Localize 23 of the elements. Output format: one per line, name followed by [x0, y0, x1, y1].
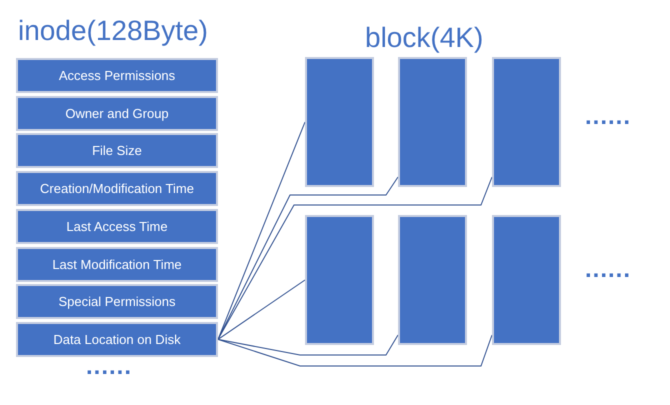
ellipsis: ...... — [86, 355, 132, 379]
field-row: File Size — [16, 133, 218, 168]
connector-line — [218, 280, 306, 340]
connector-line — [218, 176, 492, 340]
data-block — [398, 57, 467, 187]
data-block — [398, 215, 467, 345]
ellipsis: ...... — [585, 105, 632, 129]
field-row: Special Permissions — [16, 284, 218, 320]
field-row: Data Location on Disk — [16, 322, 218, 357]
field-row: Access Permissions — [16, 58, 218, 93]
field-row: Last Modification Time — [16, 246, 218, 282]
data-block — [305, 57, 374, 187]
connector-line — [218, 334, 492, 366]
field-row: Last Access Time — [16, 208, 218, 244]
field-row: Owner and Group — [16, 96, 218, 131]
section-heading: block(4K) — [365, 24, 484, 52]
ellipsis: ...... — [585, 258, 632, 282]
field-row: Creation/Modification Time — [16, 171, 218, 206]
connector-line — [218, 334, 398, 356]
section-heading: inode(128Byte) — [18, 17, 208, 45]
data-block — [492, 215, 561, 345]
data-block — [492, 57, 561, 187]
data-block — [305, 215, 374, 345]
